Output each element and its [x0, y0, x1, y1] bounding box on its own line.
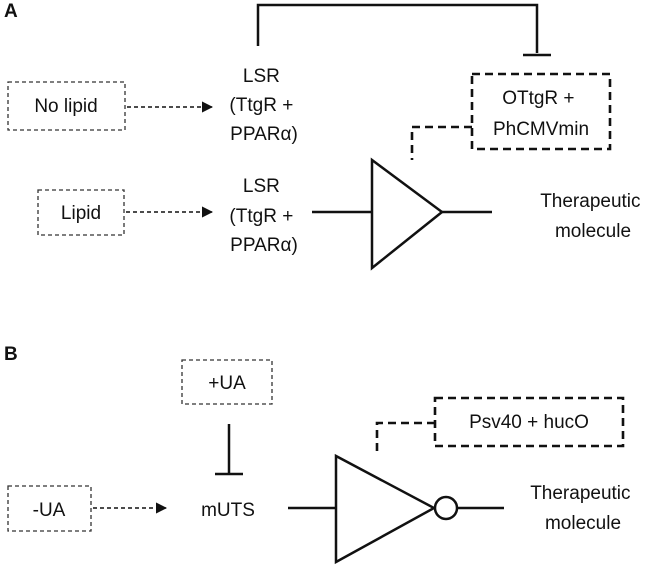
gene-expression-triangle-b — [334, 453, 437, 565]
inverter-bubble — [433, 495, 459, 521]
operator-promoter-label-a: OTtgR + PhCMVmin — [493, 88, 589, 140]
lsr-top-label: LSR (TtgR + PPARα) — [229, 66, 298, 145]
panel-a-letter: A — [4, 1, 18, 22]
repression-line-a — [256, 3, 539, 53]
minus-ua-label: -UA — [33, 500, 66, 521]
operator-promoter-box-a — [470, 72, 612, 151]
output-label-a: Therapeutic molecule — [540, 191, 646, 242]
no-lipid-label: No lipid — [34, 96, 97, 117]
lipid-label: Lipid — [61, 203, 101, 224]
promoter-link-b — [375, 421, 435, 454]
gene-expression-triangle-a — [370, 157, 445, 271]
lipid-box — [37, 189, 125, 236]
no-lipid-box — [7, 81, 126, 131]
operator-promoter-label-b: Psv40 + hucO — [469, 412, 589, 433]
output-label-b: Therapeutic molecule — [530, 483, 636, 534]
muts-label: mUTS — [201, 500, 255, 521]
lsr-bottom-label: LSR (TtgR + PPARα) — [229, 176, 298, 256]
plus-ua-box — [181, 359, 273, 405]
minus-ua-box — [7, 485, 92, 532]
plus-ua-label: +UA — [208, 373, 246, 394]
promoter-link-a — [410, 125, 472, 160]
panel-b-letter: B — [4, 344, 18, 365]
